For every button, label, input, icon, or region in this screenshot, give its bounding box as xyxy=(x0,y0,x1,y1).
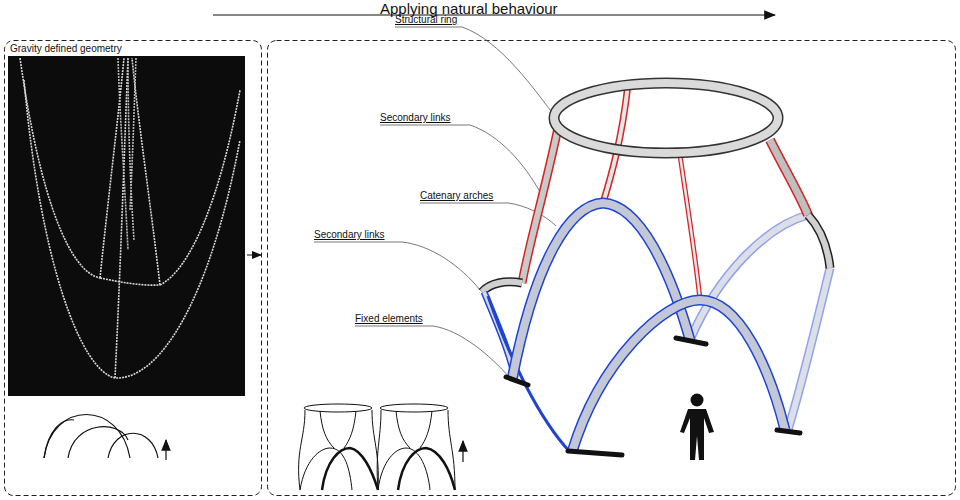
arch-sketch xyxy=(44,415,158,459)
body xyxy=(680,409,714,460)
front-arches xyxy=(484,203,785,452)
fixed-elements xyxy=(506,338,800,455)
leader-line xyxy=(380,125,540,192)
fixed-element xyxy=(777,430,800,433)
leader-line xyxy=(395,27,556,118)
left-panel xyxy=(5,41,262,496)
chain xyxy=(20,58,100,278)
callout-label: Secondary links xyxy=(380,112,451,123)
arch-line xyxy=(44,415,130,459)
catenary-arch xyxy=(572,300,785,452)
hanging-chains xyxy=(20,58,240,378)
secondary-link xyxy=(770,140,808,215)
arch-line xyxy=(68,427,128,458)
fixed-element xyxy=(568,451,622,455)
secondary-link xyxy=(770,140,808,215)
up-arrow xyxy=(462,441,463,462)
chain xyxy=(100,278,160,285)
fixed-element xyxy=(676,338,706,344)
fixed-element xyxy=(506,377,528,385)
callout-label: Catenary arches xyxy=(420,190,493,201)
catenary-arch xyxy=(512,203,690,380)
link-sketch xyxy=(377,410,455,490)
ring-sketch xyxy=(304,404,372,412)
human-silhouette xyxy=(680,394,714,461)
catenary-arch xyxy=(690,215,808,340)
catenary-arch xyxy=(690,215,808,340)
catenary-arch xyxy=(512,203,690,380)
chain xyxy=(24,80,240,378)
structural-ring xyxy=(554,83,778,153)
panel-label: Gravity defined geometry xyxy=(10,43,122,54)
arch-sketch xyxy=(398,448,455,490)
chain xyxy=(160,90,240,285)
callout-label: Structural ring xyxy=(395,14,457,25)
pavilion-sketch xyxy=(299,404,455,490)
arch-line xyxy=(44,420,74,458)
chain xyxy=(132,58,160,285)
secondary-link xyxy=(482,282,522,292)
chain-photo xyxy=(8,56,245,396)
arch-sketch xyxy=(322,448,378,490)
ring-sketch xyxy=(380,404,448,412)
catenary-arch xyxy=(788,268,830,430)
head xyxy=(691,394,704,407)
structural-ring xyxy=(554,83,778,153)
callout-label: Secondary links xyxy=(314,229,385,240)
secondary-link xyxy=(482,282,522,292)
right-panel xyxy=(268,41,956,496)
arch-line xyxy=(108,433,158,458)
secondary-link xyxy=(680,155,700,300)
up-arrow xyxy=(165,440,166,460)
secondary-link xyxy=(680,155,700,300)
catenary-arch xyxy=(788,268,830,430)
leader-line xyxy=(314,242,480,290)
leader-line xyxy=(355,326,510,378)
callout-label: Fixed elements xyxy=(355,313,423,324)
panel-arrow xyxy=(247,255,261,256)
secondary-link xyxy=(808,215,830,268)
link-sketch xyxy=(299,410,379,490)
chain xyxy=(118,58,136,250)
back-arches xyxy=(690,215,830,430)
secondary-link xyxy=(808,215,830,268)
catenary-arch xyxy=(572,300,785,452)
